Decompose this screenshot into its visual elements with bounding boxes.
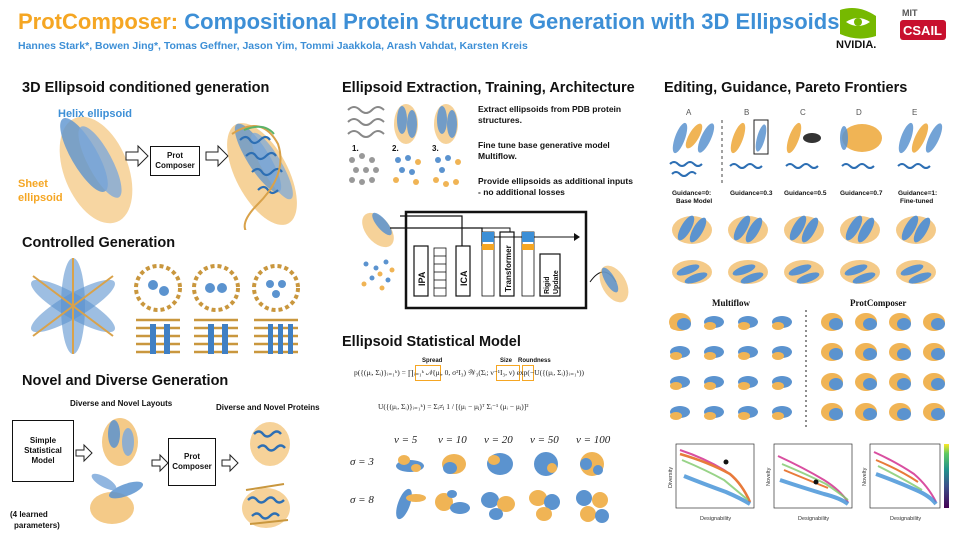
multiflow-label: Multiflow: [712, 298, 750, 308]
spread-highlight: [415, 365, 441, 381]
statistical-model-line1: Simple: [29, 436, 57, 445]
learned-params-line2: parameters): [14, 521, 60, 530]
pareto-xlabel-1: Designability: [700, 516, 731, 522]
statistical-model-line2: Statistical: [24, 446, 62, 455]
extraction-text: Extract ellipsoids from PDB protein stru…: [478, 104, 622, 125]
guidance-2-line1: Guidance=0.5: [784, 190, 827, 197]
mit-csail-logo: MIT CSAIL: [900, 8, 946, 40]
sigma-label-1: σ = 8: [350, 494, 374, 506]
author-list: Hannes Stark*, Bowen Jing*, Tomas Geffne…: [18, 40, 528, 52]
roundness-label: Roundness: [518, 358, 551, 364]
pareto-ylabel-1: Diversity: [668, 467, 674, 488]
controlled-generation-figure: [31, 258, 300, 354]
transformer-label: Transformer: [504, 245, 513, 292]
nu-label-0: ν = 5: [394, 434, 418, 446]
panel-label-d: D: [856, 108, 862, 117]
equation-density: p({(μᵢ, Σᵢ)}ᵢ₌₁ᵏ) = ∏ᵢ₌₁ᵏ 𝒩(μᵢ, 0, σ²I₃)…: [354, 368, 585, 377]
pareto-xlabel-2: Designability: [798, 516, 829, 522]
panel-label-c: C: [800, 108, 806, 117]
guidance-0-line2: Base Model: [676, 198, 713, 205]
guidance-0-line1: Guidance=0:: [672, 190, 712, 197]
extraction-steps-figure: [347, 104, 461, 187]
spread-label: Spread: [422, 358, 443, 364]
rigid-label-line2: Update: [553, 270, 560, 294]
nvidia-wordmark: NVIDIA.: [836, 39, 876, 50]
guidance-4-line1: Guidance=1:: [898, 190, 938, 197]
equation-potential: U({(μᵢ, Σᵢ)}ᵢ₌₁ᵏ) = Σᵢ≠ⱼ 1 / [(μᵢ − μⱼ)ᵀ…: [378, 402, 529, 411]
ipa-label: IPA: [417, 271, 427, 286]
section-title-editing: Editing, Guidance, Pareto Frontiers: [664, 80, 908, 96]
sheet-label-line2: ellipsoid: [18, 192, 63, 204]
nu-label-1: ν = 10: [438, 434, 467, 446]
prot-composer-line2: Composer: [155, 161, 195, 170]
mit-wordmark: MIT: [902, 8, 918, 18]
roundness-highlight: [522, 365, 534, 381]
section-title-ellipsoid-conditioned: 3D Ellipsoid conditioned generation: [22, 80, 270, 96]
prot-composer2-line2: Composer: [172, 462, 212, 471]
pareto-xlabel-3: Designability: [890, 516, 921, 522]
panel-label-e: E: [912, 108, 918, 117]
section-title-extraction: Ellipsoid Extraction, Training, Architec…: [342, 80, 635, 96]
guidance-4-line2: Fine-tuned: [900, 198, 934, 205]
title-brand: ProtComposer:: [18, 9, 179, 34]
ica-label: ICA: [459, 270, 469, 286]
panel-label-b: B: [744, 108, 750, 117]
panel-label-a: A: [686, 108, 692, 117]
helix-ellipsoid-label: Helix ellipsoid: [58, 108, 132, 120]
step-label-1: 1.: [352, 144, 359, 153]
nu-label-3: ν = 50: [530, 434, 559, 446]
size-highlight: [496, 365, 520, 381]
poster-title: ProtComposer: Compositional Protein Stru…: [18, 9, 839, 35]
protcomposer-label: ProtComposer: [850, 298, 907, 308]
statistical-model-box: Simple Statistical Model: [12, 420, 74, 482]
guidance-samples-figure: [672, 213, 936, 286]
prot-composer-box: Prot Composer: [150, 146, 200, 176]
sheet-label-line1: Sheet: [18, 178, 48, 190]
size-label: Size: [500, 358, 513, 364]
comparison-grid-figure: [669, 310, 945, 430]
pareto-ylabel-3: Novelty: [862, 467, 868, 486]
guidance-1-line1: Guidance=0.3: [730, 190, 773, 197]
section-title-statistical-model: Ellipsoid Statistical Model: [342, 334, 521, 350]
title-rest: Compositional Protein Structure Generati…: [184, 9, 840, 34]
novel-generation-figure: [75, 418, 290, 528]
rigid-label-line1: Rigid: [544, 277, 551, 295]
nu-label-4: ν = 100: [576, 434, 611, 446]
editing-panels-figure: [669, 119, 943, 186]
guidance-3-line1: Guidance=0.7: [840, 190, 883, 197]
ellipsoid-conditioned-figure: [59, 116, 297, 230]
pareto-plot-1: [675, 443, 755, 509]
sigma-label-0: σ = 3: [350, 456, 374, 468]
diverse-layouts-label: Diverse and Novel Layouts: [70, 399, 173, 408]
step-label-3: 3.: [432, 144, 439, 153]
finetune-text: Fine tune base generative model Multiflo…: [478, 140, 610, 161]
prot-composer-line1: Prot: [167, 151, 183, 160]
pareto-plot-2: [773, 443, 853, 509]
step-label-2: 2.: [392, 144, 399, 153]
section-title-controlled-generation: Controlled Generation: [22, 235, 176, 251]
section-title-novel-diverse: Novel and Diverse Generation: [22, 373, 229, 389]
architecture-diagram: IPA ICA Transformer Rigid Update: [361, 210, 629, 310]
statistical-model-line3: Model: [31, 456, 55, 465]
inputs-text: Provide ellipsoids as additional inputs …: [478, 176, 633, 197]
prot-composer-box-2: Prot Composer: [168, 438, 216, 486]
pareto-plots-figure: Designability Designability Designabilit…: [668, 443, 949, 522]
prot-composer2-line1: Prot: [184, 452, 200, 461]
csail-wordmark: CSAIL: [903, 23, 942, 38]
learned-params-line1: (4 learned: [10, 510, 48, 519]
nvidia-logo: NVIDIA.: [836, 8, 876, 50]
pareto-plot-3: [869, 443, 949, 509]
ellipsoid-samples-grid: [396, 452, 609, 523]
nu-label-2: ν = 20: [484, 434, 513, 446]
pareto-ylabel-2: Novelty: [766, 467, 772, 486]
diverse-proteins-label: Diverse and Novel Proteins: [216, 403, 320, 412]
